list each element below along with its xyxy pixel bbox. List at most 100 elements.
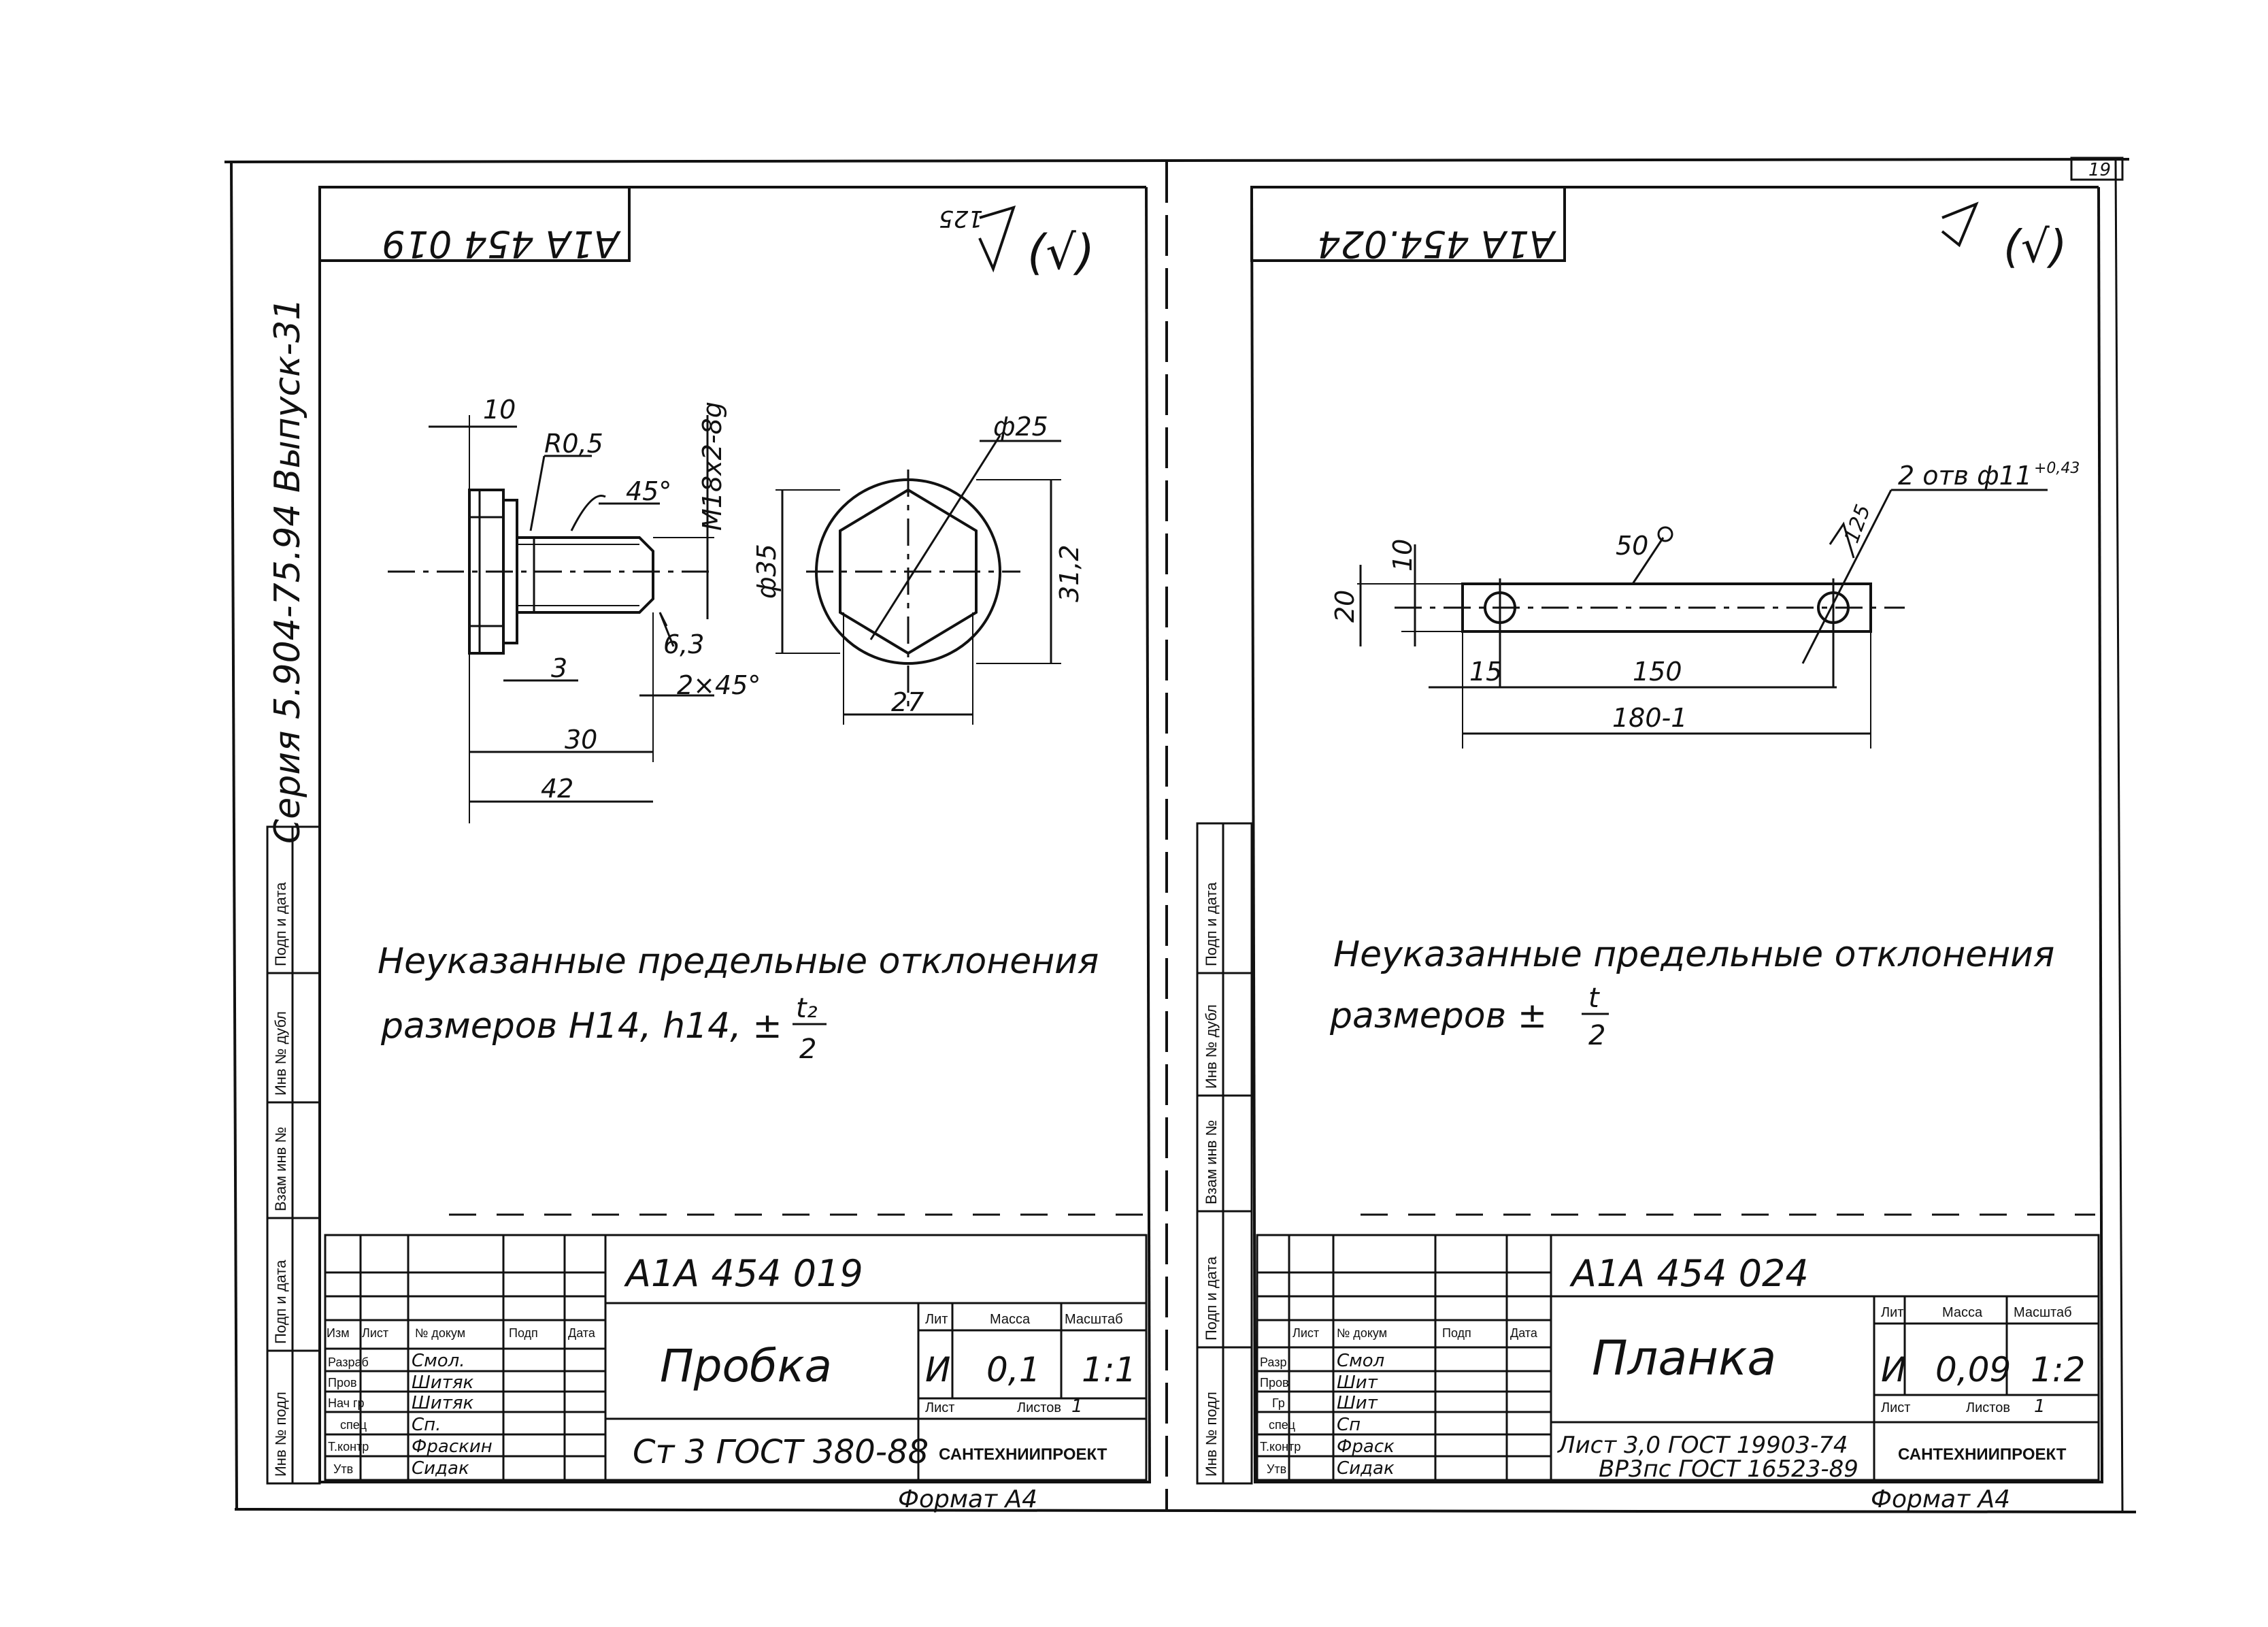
right-tb-sheets: 1 [2034, 1396, 2046, 1417]
right-tb-name-0: Смол [1337, 1351, 1384, 1371]
plug-end-view [776, 435, 1061, 725]
right-tb-org: САНТЕХНИИПРОЕКТ [1898, 1445, 2067, 1464]
plug-side-view [388, 415, 714, 823]
left-tb-col-list: Лист [362, 1326, 388, 1340]
dim-3: 3 [551, 653, 567, 683]
right-note-frac-den: 2 [1588, 1020, 1605, 1051]
left-tb-role-0: Разраб [328, 1355, 369, 1369]
left-roughness-value: 125 [939, 205, 983, 232]
dim-r-15: 15 [1469, 657, 1502, 687]
stamp-label-inv-dubl: Инв № дубл [272, 1011, 289, 1096]
dim-45: 45° [626, 476, 671, 506]
right-tb-col-date: Дата [1510, 1326, 1538, 1340]
series-stamp: Серия 5.904-75.94 Выпуск-31 [267, 298, 308, 844]
dim-30: 30 [565, 725, 597, 755]
right-tb-sheet-h: Лист [1881, 1400, 1910, 1415]
dim-tol: +0,43 [2034, 460, 2080, 477]
r-stamp-label-inv-dubl: Инв № дубл [1203, 1004, 1220, 1089]
dim-10: 10 [483, 395, 516, 425]
left-tb-col-sign: Подп [509, 1326, 538, 1340]
left-tb-col-izm: Изм [327, 1326, 350, 1340]
r-stamp-label-vzam: Взам инв № [1203, 1120, 1220, 1204]
right-tb-lit: И [1881, 1350, 1906, 1390]
left-note-frac-num: t₂ [796, 993, 818, 1024]
r-stamp-label-podp-1: Подп и дата [1203, 882, 1220, 966]
left-tb-name: Пробка [660, 1340, 832, 1392]
right-inner-frame [1250, 186, 2103, 1484]
r-stamp-label-podp-2: Подп и дата [1203, 1256, 1220, 1341]
left-mirrored-code: А1А 454 019 [382, 223, 621, 265]
right-tb-role-5: Утв [1267, 1462, 1286, 1476]
stamp-label-podp-1: Подп и дата [272, 882, 289, 966]
right-bottom-note: Формат А4 [1871, 1485, 2010, 1513]
dim-r50: 50 [1616, 531, 1648, 561]
dim-thread: М18х2-8g [697, 401, 727, 531]
right-note-line2: размеров ± [1329, 996, 1547, 1036]
right-tb-name: Планка [1592, 1330, 1776, 1386]
dim-r-180: 180-1 [1612, 703, 1687, 733]
left-tb-org: САНТЕХНИИПРОЕКТ [939, 1445, 1107, 1464]
sheet-number: 19 [2088, 160, 2111, 180]
left-tb-role-4: Т.контр [328, 1440, 369, 1453]
left-tb-col-doc: № докум [415, 1326, 465, 1340]
right-roughness-general: (√) [2003, 220, 2067, 273]
right-tb-role-4: Т.контр [1260, 1440, 1301, 1453]
left-tb-lit-h: Лит [925, 1312, 948, 1327]
plate-view [1357, 489, 2048, 749]
left-tb-sheets: 1 [1071, 1396, 1083, 1417]
left-tb-mass: 0,1 [986, 1350, 1041, 1390]
left-stamp-column [266, 825, 321, 1485]
left-tb-scale-h: Масштаб [1065, 1312, 1123, 1327]
r-stamp-label-inv-podl: Инв № подл [1203, 1392, 1220, 1477]
left-tb-mass-h: Масса [990, 1312, 1031, 1327]
dim-phi25: ф25 [993, 412, 1048, 442]
right-tb-role-0: Разр [1260, 1355, 1286, 1369]
right-tb-sheets-h: Листов [1966, 1400, 2010, 1415]
left-tb-sheet-h: Лист [925, 1400, 954, 1415]
left-tb-scale: 1:1 [1082, 1350, 1136, 1390]
right-tb-role-2: Гр [1272, 1396, 1285, 1410]
left-note-line1: Неуказанные предельные отклонения [378, 941, 1099, 982]
right-tb-col-doc: № докум [1337, 1326, 1387, 1340]
right-tb-material-1: Лист 3,0 ГОСТ 19903-74 [1556, 1432, 1848, 1459]
dim-r-150: 150 [1633, 657, 1682, 687]
left-tb-col-date: Дата [568, 1326, 596, 1340]
dim-r-10: 10 [1388, 539, 1418, 572]
right-tb-name-2: Шит [1337, 1393, 1378, 1413]
right-roughness-mark [1941, 201, 1979, 248]
dim-r-20: 20 [1330, 590, 1360, 623]
left-tb-name-1: Шитяк [412, 1373, 473, 1393]
left-bottom-note: Формат А4 [898, 1485, 1037, 1513]
dim-42: 42 [541, 774, 573, 804]
right-stamp-column [1196, 822, 1253, 1485]
stamp-label-podp-2: Подп и дата [272, 1260, 289, 1344]
right-title-block [1256, 1234, 2100, 1481]
right-tb-scale-h: Масштаб [2014, 1305, 2072, 1320]
right-tb-scale: 1:2 [2031, 1350, 2085, 1390]
right-tb-role-1: Пров [1260, 1376, 1289, 1390]
left-tb-role-1: Пров [328, 1376, 357, 1390]
right-mirrored-code: А1А 454.024 [1317, 223, 1556, 265]
left-roughness-general: (√) [1027, 225, 1095, 280]
left-roughness-mark [978, 205, 1016, 273]
left-title-block [324, 1234, 1148, 1481]
right-tb-name-3: Сп [1337, 1415, 1361, 1435]
left-tb-role-2: Нач гр [328, 1396, 365, 1410]
right-tb-material-2: ВР3пс ГОСТ 16523-89 [1599, 1456, 1858, 1483]
left-note-frac-den: 2 [799, 1034, 816, 1065]
stamp-label-vzam: Взам инв № [272, 1127, 289, 1211]
right-tb-lit-h: Лит [1881, 1305, 1903, 1320]
left-tb-name-3: Сп. [412, 1415, 441, 1435]
left-tb-lit: И [925, 1350, 950, 1390]
stamp-label-inv-podl: Инв № подл [272, 1392, 289, 1477]
right-tb-mass-h: Масса [1942, 1305, 1983, 1320]
left-tb-name-2: Шитяк [412, 1393, 473, 1413]
right-tb-name-4: Фраск [1337, 1436, 1395, 1457]
right-tb-mass: 0,09 [1935, 1350, 2011, 1390]
dim-two-holes: 2 отв ф11 [1898, 461, 2032, 491]
dim-r125: 125 [1840, 502, 1875, 546]
dim-31: 31,2 [1054, 544, 1084, 602]
outer-frame [224, 157, 2137, 1513]
dim-chamfer: 2×45° [677, 670, 761, 700]
